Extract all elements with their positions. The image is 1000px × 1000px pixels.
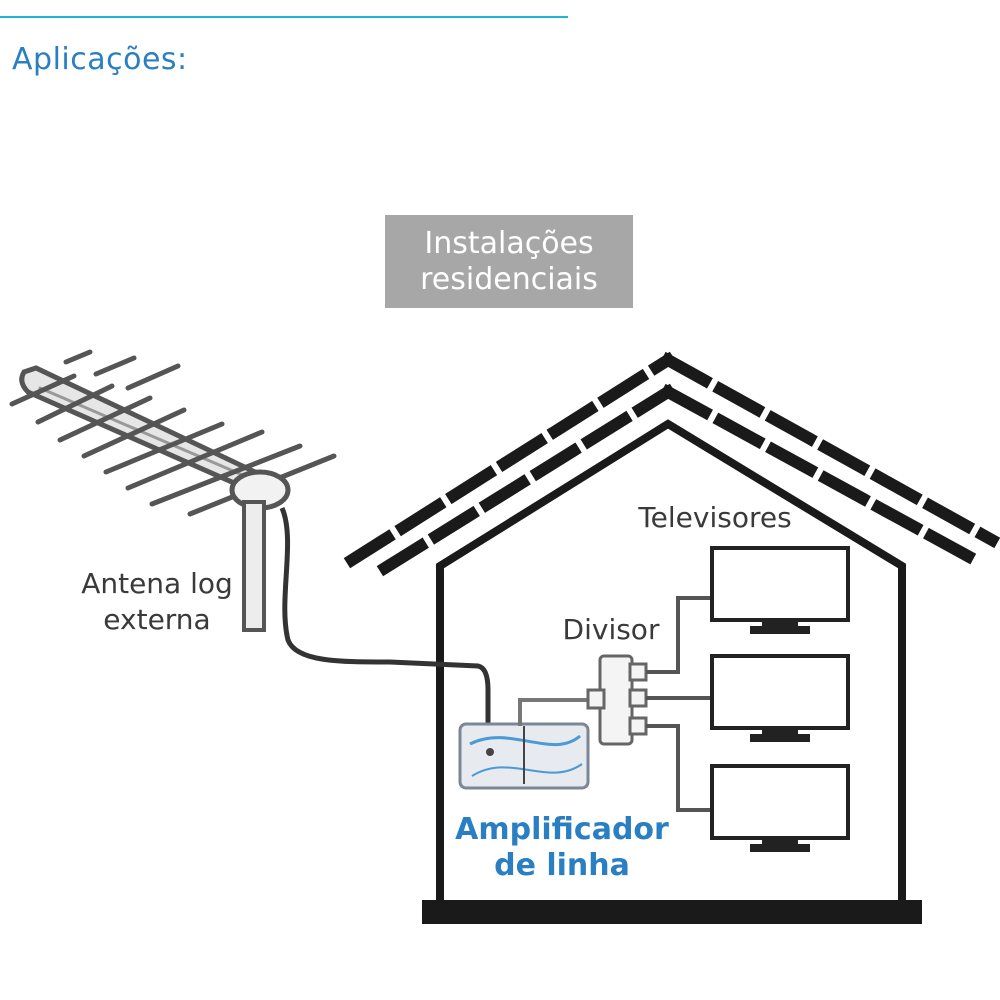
top-divider-line: [0, 16, 568, 18]
antenna-graphic: [9, 349, 337, 517]
antenna-mast: [242, 500, 266, 632]
tvs-label: Televisores: [638, 501, 792, 534]
coax-cable: [279, 507, 491, 748]
amplifier-to-splitter-cable: [518, 698, 592, 726]
antenna-label: Antena log externa: [81, 567, 233, 636]
line-amplifier-graphic: [458, 722, 590, 790]
house-floor: [422, 900, 922, 924]
splitter-graphic: [586, 654, 648, 746]
context-label-box: Instalações residenciais: [385, 215, 633, 308]
house-roof: [343, 351, 1000, 577]
house-outline: [436, 419, 906, 900]
tv-2: [710, 654, 850, 742]
amplifier-label: Amplificador de linha: [455, 812, 669, 883]
splitter-label: Divisor: [562, 613, 660, 646]
context-label: Instalações residenciais: [420, 225, 598, 297]
section-title: Aplicações:: [12, 42, 188, 77]
tv-1: [710, 546, 850, 634]
tv-3: [710, 764, 850, 852]
tv-cables: [646, 596, 710, 812]
